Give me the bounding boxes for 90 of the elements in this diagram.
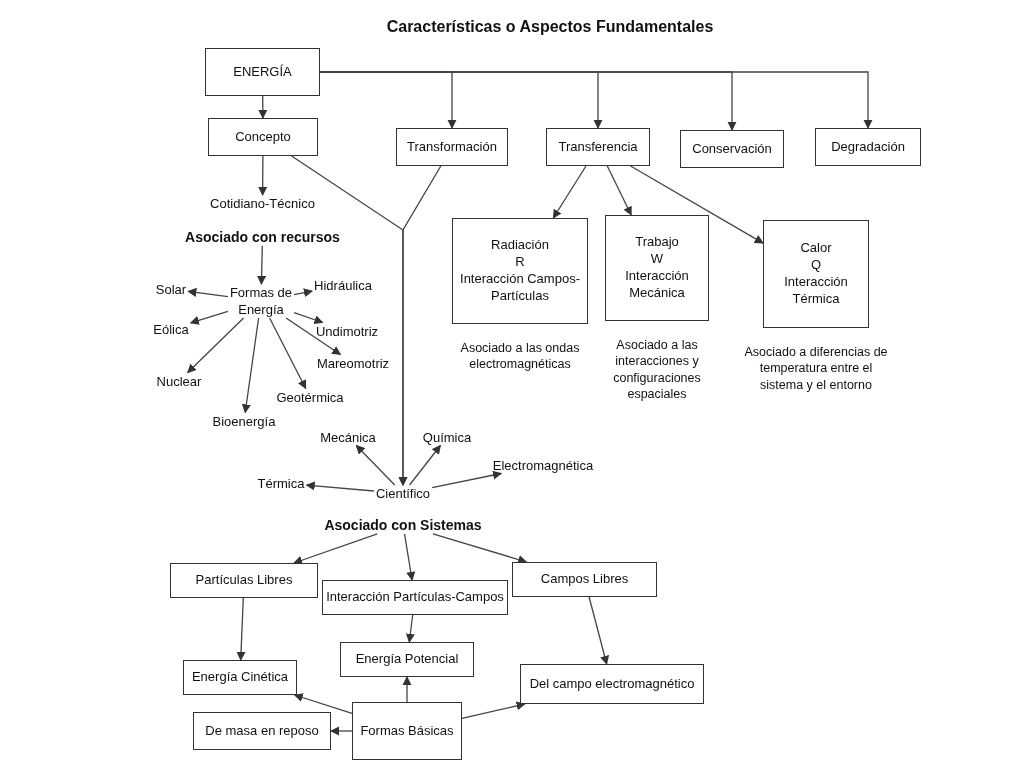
arrow: [187, 317, 245, 374]
arrow: [398, 165, 442, 486]
process-box: [170, 563, 318, 598]
arrow: [405, 614, 415, 643]
process-box: [605, 215, 709, 321]
node-label: Formas de Energía: [226, 282, 296, 322]
node-text: Campos Libres: [540, 571, 629, 588]
node-text: De masa en reposo: [205, 722, 319, 740]
node-label: Undimotriz: [312, 322, 382, 342]
process-box: [322, 580, 508, 615]
node-text: ENERGÍA: [233, 63, 292, 81]
node-text: Interacción Térmica: [783, 274, 849, 308]
process-box: [396, 128, 508, 166]
node-text: Interacción Partículas-Campos: [326, 589, 504, 606]
process-box: [208, 118, 318, 156]
node-text: Degradación: [831, 138, 905, 156]
process-box: [352, 702, 462, 760]
node-text: W: [650, 251, 664, 268]
node-label: Electromagnética: [488, 456, 598, 476]
arrow: [305, 481, 375, 492]
arrow: [431, 470, 503, 489]
arrow: [629, 165, 764, 244]
node-text: Cotidiano-Técnico: [210, 196, 315, 213]
arrow: [258, 95, 268, 119]
arrow: [268, 317, 307, 390]
node-text: Del campo electromagnético: [529, 675, 695, 693]
node-label: Mecánica: [316, 428, 380, 448]
arrow: [187, 287, 229, 298]
node-label: Nuclear: [152, 372, 206, 392]
process-box: [183, 660, 297, 695]
arrow: [236, 597, 246, 661]
node-label: Eólica: [150, 320, 192, 340]
diagram-title: Características o Aspectos Fundamentales: [385, 18, 715, 36]
arrow: [408, 444, 442, 486]
node-label: Hidráulica: [310, 276, 376, 296]
node-text: Energía Cinética: [191, 669, 289, 686]
process-box: [452, 218, 588, 324]
process-box: [205, 48, 320, 96]
node-text: Científico: [375, 486, 431, 503]
node-text: Partículas Libres: [195, 572, 293, 589]
annotation-text: Asociado a las ondas electromagnéticas: [459, 340, 581, 373]
node-text: Asociado con Sistemas: [324, 515, 482, 534]
node-text: Trabajo: [635, 234, 679, 252]
node-label: Geotérmica: [272, 388, 348, 408]
node-text: Conservación: [692, 140, 772, 158]
process-box: [815, 128, 921, 166]
node-label: Térmica: [252, 474, 310, 494]
node-text: Transformación: [407, 138, 497, 156]
arrow: [355, 444, 396, 486]
arrow: [588, 596, 609, 665]
node-label: Química: [418, 428, 476, 448]
node-text: Asociado con recursos: [185, 227, 340, 246]
annotation-text: Asociado a diferencias de temperatura entre el sistema y el entorno: [743, 344, 889, 393]
arrow: [257, 245, 267, 285]
process-box: [520, 664, 704, 704]
node-text: Radiación: [491, 237, 549, 255]
arrow: [461, 701, 526, 720]
node-text: Transferencia: [558, 138, 638, 156]
arrow: [258, 155, 268, 196]
arrow: [606, 165, 632, 216]
arrow: [293, 288, 313, 298]
node-label: Mareomotriz: [312, 354, 394, 374]
node-text: Calor: [800, 240, 832, 258]
node-label: Solar: [150, 280, 192, 300]
process-box: [193, 712, 331, 750]
node-text: Q: [810, 257, 822, 274]
arrow: [552, 165, 587, 219]
node-text: Concepto: [235, 128, 291, 146]
process-box: [763, 220, 869, 328]
node-text: Interacción Campos-Partículas: [459, 271, 581, 305]
arrow: [432, 533, 528, 564]
node-text: Energía Potencial: [355, 651, 459, 668]
node-label: Bioenergía: [208, 412, 280, 432]
arrow: [189, 310, 229, 325]
arrow: [293, 693, 353, 715]
process-box: [340, 642, 474, 677]
node-text: R: [515, 254, 525, 271]
arrow: [403, 533, 416, 581]
arrow: [330, 726, 353, 736]
arrow: [293, 533, 378, 565]
process-box: [680, 130, 784, 168]
arrow: [285, 317, 342, 356]
process-box: [512, 562, 657, 597]
node-text: Formas Básicas: [360, 722, 454, 740]
process-box: [546, 128, 650, 166]
arrow: [241, 317, 260, 414]
arrow: [402, 676, 412, 703]
node-text: Interacción Mecánica: [624, 268, 690, 302]
annotation-text: Asociado a las interacciones y configuraciones espaciales: [612, 337, 702, 402]
arrow: [293, 311, 324, 325]
